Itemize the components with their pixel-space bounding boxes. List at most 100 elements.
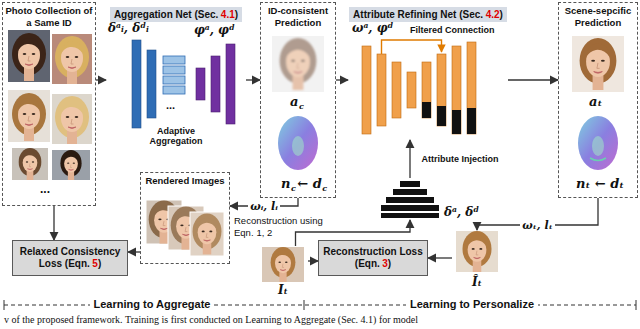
injected-part — [437, 106, 446, 126]
symbol-label: ← d — [297, 177, 322, 192]
face-photo — [12, 93, 46, 141]
title-text: ) — [500, 9, 503, 20]
ellipsis: ... — [166, 99, 175, 112]
layer-bar — [467, 42, 476, 134]
box-heading: ID-consistent Prediction — [263, 5, 333, 28]
layer-bar — [211, 56, 220, 112]
pyramid-level — [381, 205, 439, 211]
normal-map-ground — [272, 112, 324, 174]
box-heading: Scene-sepcific Prediction — [561, 5, 635, 28]
normal-map-nose — [292, 136, 304, 156]
title-text: ) — [235, 9, 238, 20]
filtered-connection-arrow — [382, 40, 442, 54]
normal-map — [578, 116, 618, 170]
face-image: Iₜ — [258, 246, 308, 298]
normal-map-nose — [592, 136, 604, 156]
callout-label: Adaptive Aggregation — [144, 126, 208, 147]
note-label: Eqn. — [234, 228, 254, 239]
symbol-label: Iₜ — [278, 283, 288, 298]
flow-arrow — [53, 206, 54, 240]
normal-map — [278, 116, 318, 170]
flow-arrow — [246, 79, 260, 80]
symbol-label: a — [290, 95, 298, 110]
callout-label: Filtered Connection — [410, 25, 495, 35]
equation-number: 1, 2 — [257, 228, 273, 239]
rendered-image — [190, 212, 224, 256]
loss-text: Relaxed Consistency Loss (Eqn.5) — [17, 246, 123, 270]
input-face — [271, 247, 296, 282]
title-text: Relaxed Consistency Loss (Eqn. — [20, 246, 121, 269]
symbol-label: φᵃ, φᵈ — [194, 24, 235, 38]
input-image — [262, 247, 304, 282]
aggregation-cell — [163, 86, 185, 94]
title-text: ) — [388, 258, 391, 269]
rendered-face — [193, 214, 222, 255]
box-heading: Rendered Images — [145, 175, 224, 187]
aggregation-cell — [163, 66, 185, 74]
flow-arrow — [96, 79, 106, 80]
title-text: Reconstruction Loss (Eqn. — [323, 246, 422, 269]
title-text: Aggregation Net (Sec. — [114, 9, 218, 20]
symbol-label: nₜ ← dₜ — [576, 177, 624, 192]
network-title: Attribute Refining Net (Sec.4.2) — [349, 7, 507, 22]
bracket-tick — [4, 300, 5, 310]
layer-bar — [362, 46, 371, 134]
equation-number: 4.2 — [486, 9, 500, 20]
symbol-label: ωᵃ, φᵈ — [352, 22, 394, 36]
flow-arrow — [409, 140, 410, 178]
layer-bar — [226, 44, 235, 124]
layer-bar — [377, 54, 386, 126]
flow-arrow — [308, 260, 318, 261]
flow-arrow — [508, 79, 558, 80]
section-label: Learning to Aggregate — [90, 298, 215, 311]
layer-bar — [196, 68, 205, 100]
dashed-group-box: Photo Collection of a Same ID — [2, 2, 96, 206]
ellipsis: ... — [40, 183, 50, 197]
pyramid-level — [386, 197, 434, 203]
output-face — [462, 231, 491, 272]
symbol-label: n — [281, 177, 290, 192]
symbol-label: aₜ — [589, 95, 602, 110]
equation-number: 5 — [92, 258, 98, 269]
pyramid-level — [400, 181, 420, 187]
aggregation-cell — [163, 56, 185, 64]
pyramid-block: δᵃ, δᵈ — [380, 178, 480, 220]
symbol-label: δᵃᵢ, δᵈᵢ — [108, 22, 149, 36]
flow-arrow — [128, 251, 140, 252]
equation-number: 3 — [382, 258, 388, 269]
pyramid-level — [381, 213, 439, 218]
face-photo — [12, 33, 46, 81]
subscript: c — [291, 184, 296, 193]
edge-label: ωᵢ, lᵢ — [248, 200, 280, 213]
layer-bar — [422, 62, 431, 118]
section-label: Learning to Personalize — [406, 298, 538, 311]
face-photo — [55, 36, 89, 84]
photo — [12, 148, 48, 180]
equation-number: 4.1 — [221, 9, 235, 20]
bracket-tick — [636, 300, 637, 310]
normal-map-smile — [590, 158, 606, 161]
subscript: c — [299, 102, 304, 111]
albedo-face — [280, 38, 317, 90]
loss-box: Relaxed Consistency Loss (Eqn.5) — [12, 240, 128, 276]
symbol-label: Îₜ — [472, 275, 482, 290]
flow-arrow — [336, 79, 348, 80]
face-photo — [55, 96, 89, 144]
layer-bar — [452, 46, 461, 134]
pyramid-level — [393, 189, 427, 195]
edge-label: Attribute Injection — [420, 154, 501, 165]
injected-part — [452, 110, 461, 134]
aggregation-cell — [163, 76, 185, 84]
injected-part — [467, 108, 476, 134]
face-image: Îₜ — [452, 230, 502, 290]
photo — [8, 30, 50, 82]
injected-part — [422, 102, 431, 118]
face-photo — [19, 148, 42, 180]
figure-caption: v of the proposed framework. Training is… — [4, 314, 418, 326]
bracket-tick — [304, 300, 305, 310]
normal-map-ground — [572, 112, 624, 174]
box-heading: Photo Collection of a Same ID — [5, 5, 93, 28]
photo — [52, 94, 92, 144]
prediction-image — [572, 36, 624, 92]
